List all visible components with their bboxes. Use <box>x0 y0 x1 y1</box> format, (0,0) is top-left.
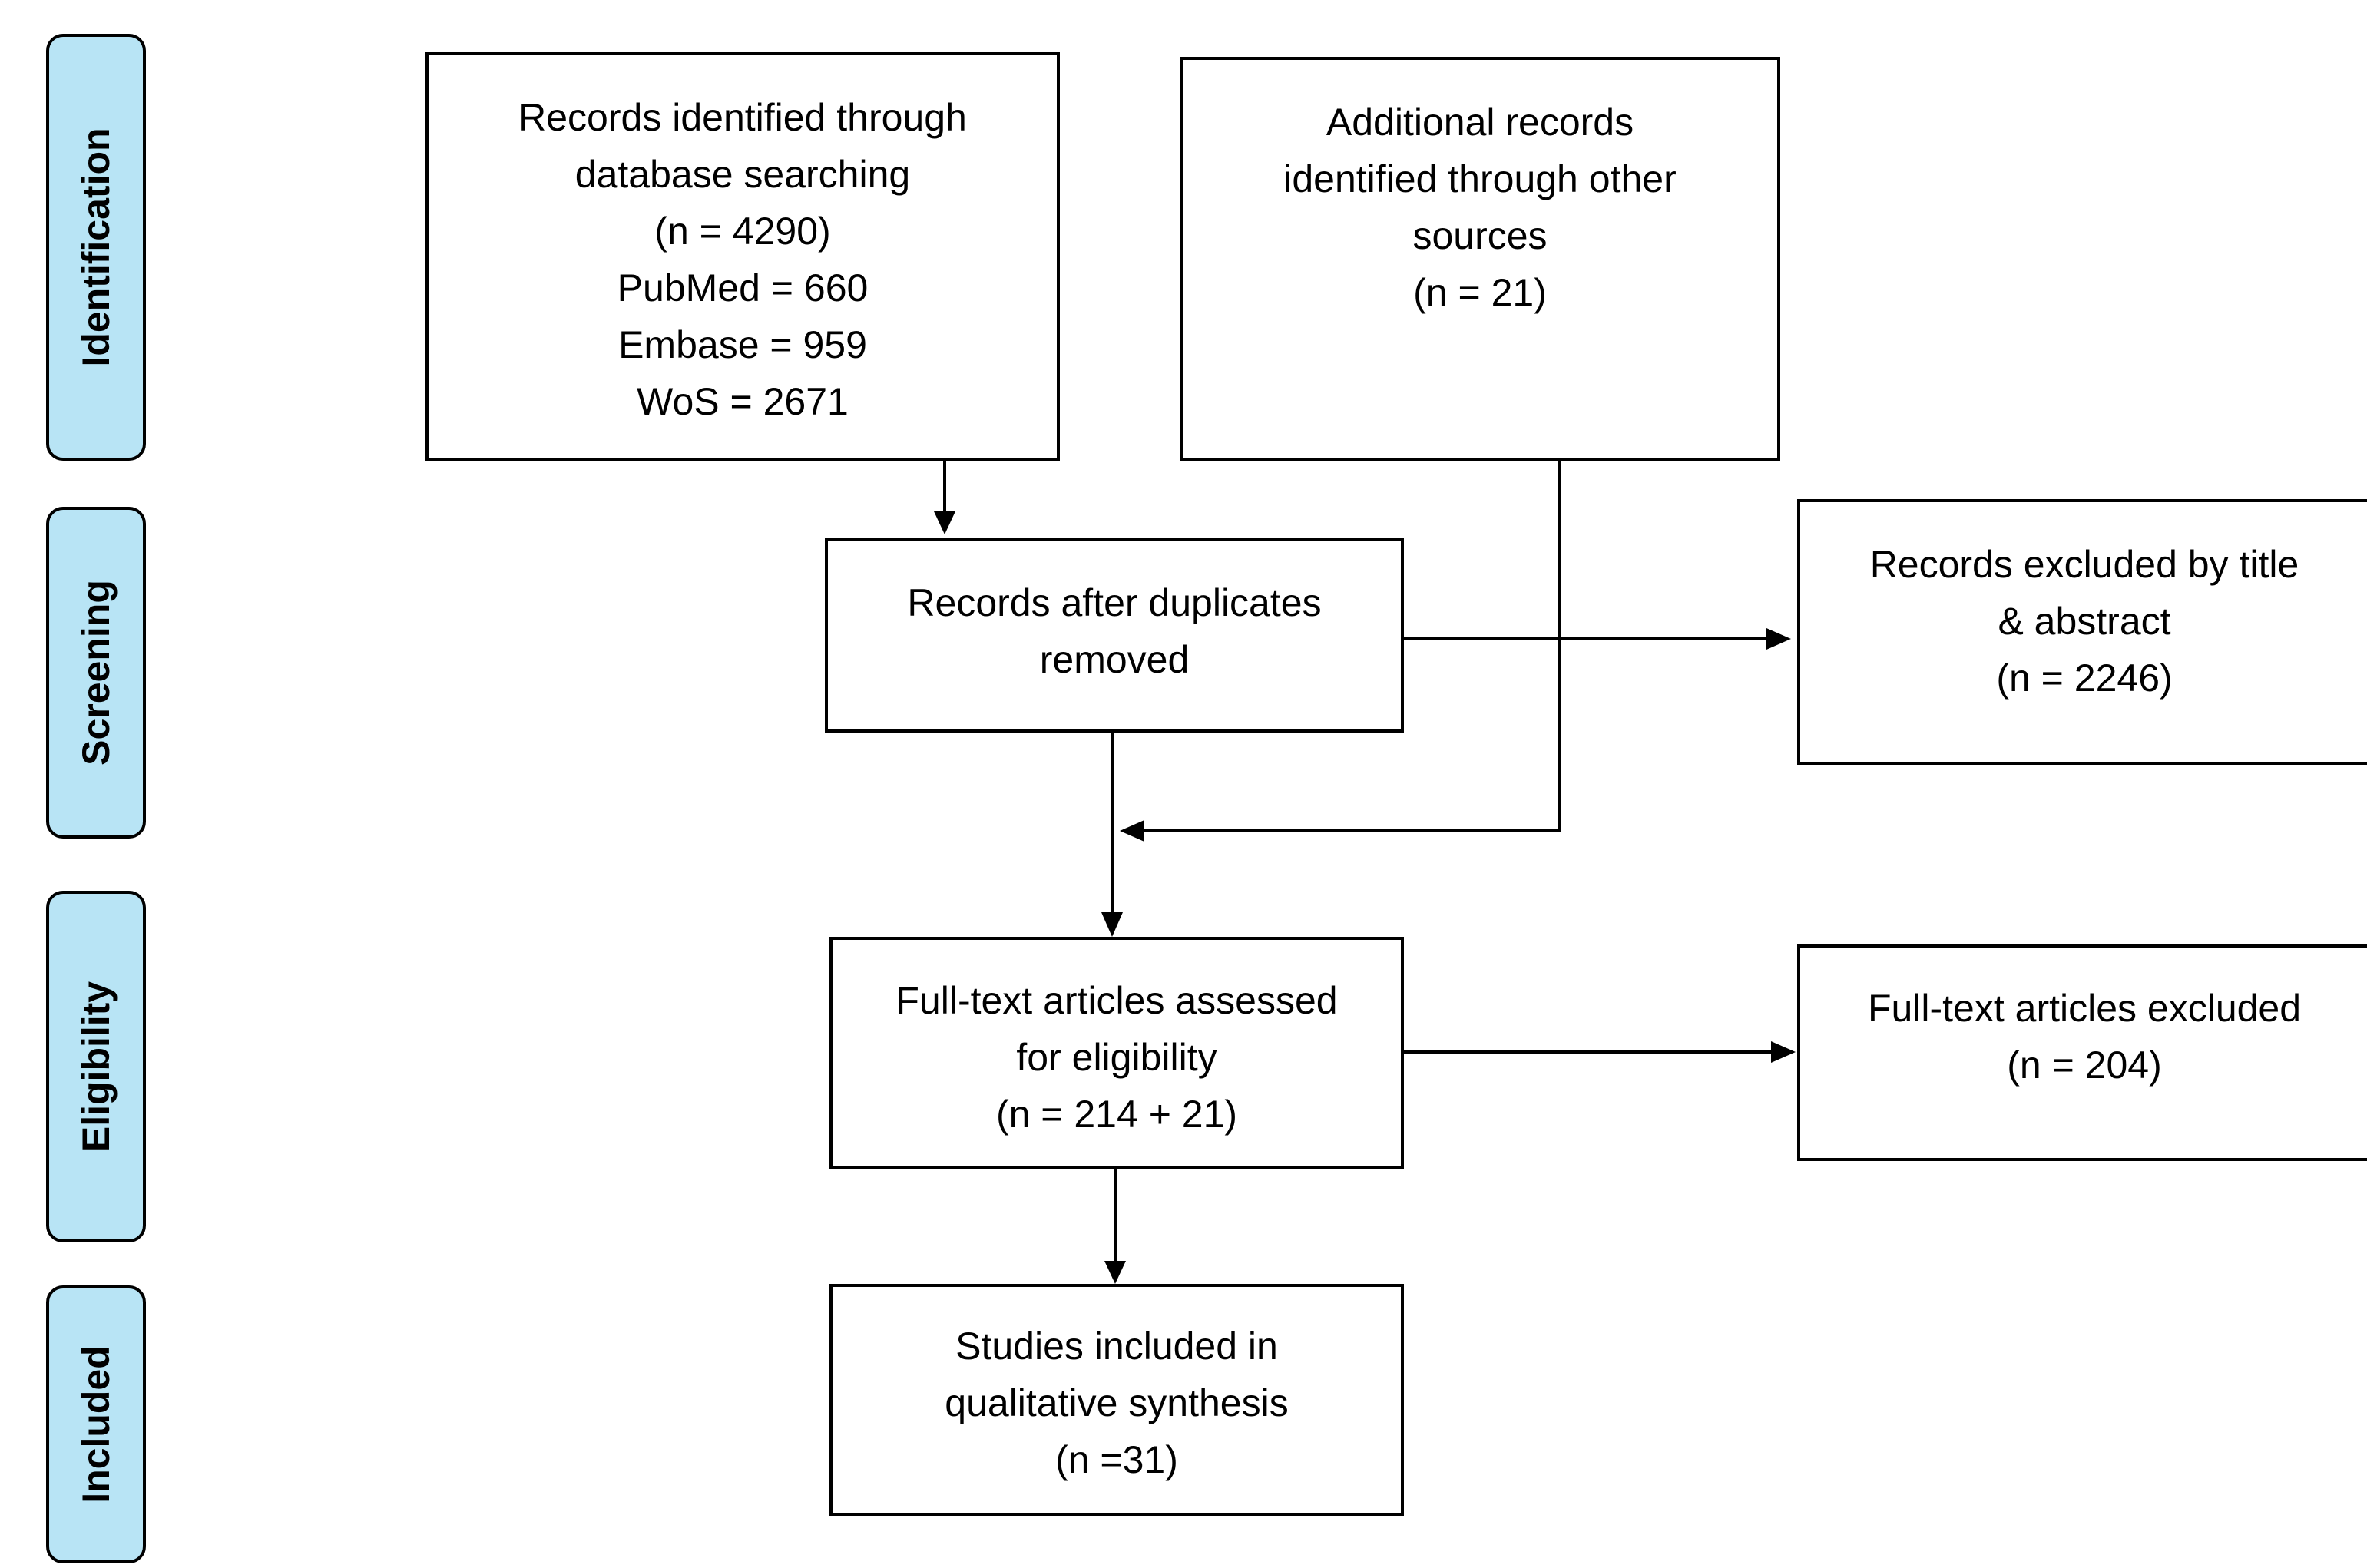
box-fulltext-excluded: Full-text articles excluded (n = 204) <box>1797 944 2367 1161</box>
arrowhead <box>934 511 955 534</box>
box-database-records: Records identified through database sear… <box>425 52 1060 461</box>
box-text-line: & abstract <box>1998 600 2171 643</box>
box-text-line: for eligibility <box>1016 1036 1217 1079</box>
stage-identification-label: Identification <box>74 127 118 367</box>
box-text-line: Records after duplicates <box>907 581 1322 624</box>
box-excluded-title-abstract: Records excluded by title & abstract (n … <box>1797 499 2367 765</box>
box-after-duplicates: Records after duplicates removed <box>825 538 1404 733</box>
stage-included: Included <box>46 1285 146 1563</box>
stage-screening-label: Screening <box>74 580 118 766</box>
box-text-line: Full-text articles assessed <box>895 979 1338 1022</box>
box-text-line: database searching <box>574 153 911 196</box>
box-text-line: (n = 21) <box>1413 271 1547 314</box>
box-text-line: (n = 2246) <box>1996 657 2173 700</box>
arrowhead <box>1101 912 1123 937</box>
box-text-line: qualitative synthesis <box>945 1381 1289 1424</box>
arrowhead <box>1771 1041 1796 1063</box>
box-text-line: PubMed = 660 <box>617 266 869 309</box>
stage-included-label: Included <box>74 1345 118 1503</box>
box-text-line: removed <box>1039 638 1190 681</box>
box-fulltext-assessed: Full-text articles assessed for eligibil… <box>829 937 1404 1169</box>
box-additional-records: Additional records identified through ot… <box>1180 57 1780 461</box>
box-text-line: Embase = 959 <box>618 323 867 366</box>
box-text-line: Additional records <box>1326 101 1634 144</box>
arrowhead <box>1104 1261 1126 1284</box>
box-text-line: Records excluded by title <box>1869 543 2299 586</box>
box-text-line: (n = 204) <box>2007 1044 2162 1087</box>
stage-eligibility-label: Eligibility <box>74 981 118 1153</box>
box-text-line: identified through other <box>1283 157 1677 200</box>
line-additional-to-main <box>1144 458 1561 832</box>
box-text-line: (n = 214 + 21) <box>995 1093 1238 1136</box>
stage-identification: Identification <box>46 34 146 461</box>
stage-eligibility: Eligibility <box>46 891 146 1242</box>
box-text-line: (n =31) <box>1055 1438 1178 1481</box>
box-studies-included: Studies included in qualitative synthesi… <box>829 1284 1404 1516</box>
box-text-line: sources <box>1412 214 1548 257</box>
box-text-line: Studies included in <box>955 1325 1278 1368</box>
box-text-line: Records identified through <box>518 96 967 139</box>
box-text-line: Full-text articles excluded <box>1867 987 2302 1030</box>
box-text-line: WoS = 2671 <box>637 380 849 423</box>
stage-screening: Screening <box>46 507 146 839</box>
arrowhead <box>1766 628 1791 650</box>
box-text-line: (n = 4290) <box>654 210 831 253</box>
arrowhead <box>1120 820 1144 842</box>
